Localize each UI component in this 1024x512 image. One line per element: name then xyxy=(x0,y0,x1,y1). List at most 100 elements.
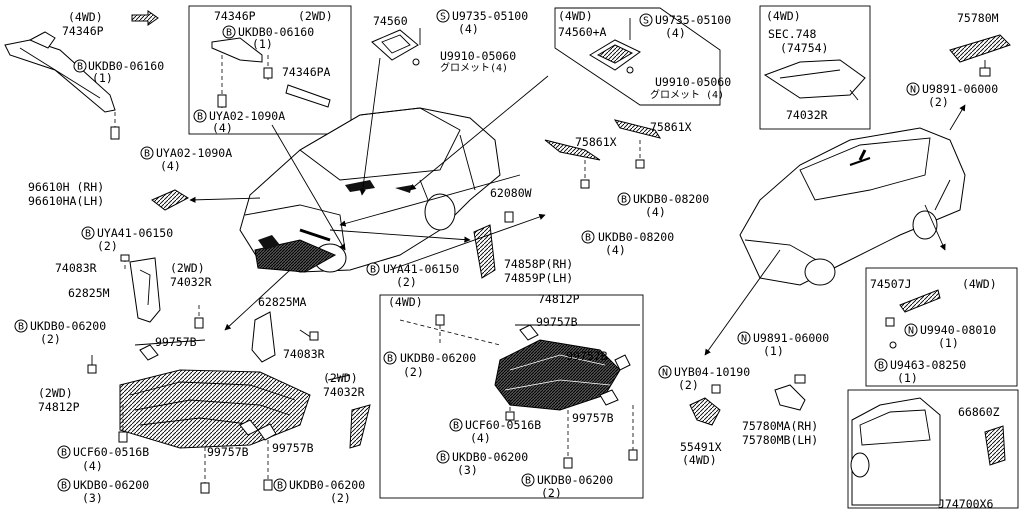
label-75780MA: 75780MA(RH) xyxy=(742,419,818,433)
label-ukdb0-06200: UKDB0-06200 xyxy=(537,473,613,487)
clip-74032R-small xyxy=(194,305,204,329)
label-qty: (4) xyxy=(665,26,686,40)
svg-text:B: B xyxy=(197,112,203,123)
inset-box-2wd-reinforcement xyxy=(188,5,352,135)
label-grommet: グロメット(4) xyxy=(440,61,508,74)
skid-plate-sec748 xyxy=(763,59,866,101)
label-74346PA: 74346PA xyxy=(282,65,331,79)
label-74346P: 74346P xyxy=(214,9,256,23)
bracket-62825M xyxy=(120,254,161,323)
label-75861X: 75861X xyxy=(575,135,617,149)
bolt-symbol-icon: B xyxy=(57,445,71,459)
svg-text:S: S xyxy=(440,12,446,23)
label-qty: (2) xyxy=(330,491,351,505)
label-ucf60-0516b: UCF60-0516B xyxy=(465,418,541,432)
label-74812P: 74812P xyxy=(538,292,580,306)
label-u9891-06000: U9891-06000 xyxy=(922,82,998,96)
label-qty: (3) xyxy=(457,463,478,477)
label-99757B: 99757B xyxy=(572,411,614,425)
bolt-symbol-icon: B xyxy=(81,226,95,240)
label-qty: (2) xyxy=(396,275,417,289)
part-labels: (4WD) 74346P UKDB0-06160 (1) UYA02-1090A… xyxy=(28,9,1000,511)
label-99757B: 99757B xyxy=(566,349,608,363)
svg-text:B: B xyxy=(18,322,24,333)
bolt-symbol-icon: B xyxy=(140,146,154,160)
label-qty: (1) xyxy=(763,344,784,358)
svg-text:B: B xyxy=(85,229,91,240)
label-99757B: 99757B xyxy=(272,441,314,455)
svg-text:N: N xyxy=(662,368,668,379)
label-74560A: 74560+A xyxy=(558,25,607,39)
label-ukdb0-06200: UKDB0-06200 xyxy=(289,478,365,492)
label-qty: (2) xyxy=(40,332,61,346)
label-qty: (2) xyxy=(541,486,562,500)
label-4wd: (4WD) xyxy=(68,10,103,24)
label-qty: (4) xyxy=(645,205,666,219)
label-2wd: (2WD) xyxy=(298,9,333,23)
label-66860Z: 66860Z xyxy=(958,405,1000,419)
label-qty: (2) xyxy=(403,365,424,379)
svg-text:S: S xyxy=(643,16,649,27)
label-sec748: SEC.748 xyxy=(768,27,817,41)
bracket-75780MA xyxy=(774,374,806,411)
reinforcement-75861X xyxy=(544,119,662,189)
svg-text:B: B xyxy=(621,195,627,206)
label-2wd: (2WD) xyxy=(323,371,358,385)
label-ucf60-0516b: UCF60-0516B xyxy=(73,445,149,459)
label-74346P: 74346P xyxy=(62,24,104,38)
label-uya02-1090a: UYA02-1090A xyxy=(209,109,285,123)
bolt-symbol-icon: B xyxy=(449,418,463,432)
vehicle-front-view-right xyxy=(739,127,966,286)
svg-text:B: B xyxy=(525,476,531,487)
label-74812P: 74812P xyxy=(38,400,80,414)
reinforcement-2wd-parts xyxy=(211,37,331,110)
label-qty: (4) xyxy=(82,459,103,473)
bolt-symbol-icon: B xyxy=(366,262,380,276)
bolt-symbol-icon: B xyxy=(436,450,450,464)
screw-symbol-icon: S xyxy=(639,13,653,27)
label-99757B: 99757B xyxy=(155,335,197,349)
label-qty: (4) xyxy=(458,22,479,36)
label-uyb04-10190: UYB04-10190 xyxy=(674,365,750,379)
label-ukdb0-06160: UKDB0-06160 xyxy=(238,25,314,39)
label-74754: (74754) xyxy=(780,41,828,55)
bolt-symbol-icon: B xyxy=(273,478,287,492)
label-74032R: 74032R xyxy=(786,108,828,122)
bracket-74507J xyxy=(885,289,941,349)
bracket-75780M xyxy=(949,34,1011,77)
bolt-symbol-icon: B xyxy=(14,319,28,333)
label-96610HA: 96610HA(LH) xyxy=(28,194,104,208)
label-qty: (2) xyxy=(928,95,949,109)
label-ukdb0-06200: UKDB0-06200 xyxy=(30,319,106,333)
nut-symbol-icon: N xyxy=(904,323,918,337)
inset-box-4wd-right xyxy=(865,267,1018,387)
svg-text:B: B xyxy=(144,149,150,160)
bolt-symbol-icon: B xyxy=(57,478,71,492)
svg-text:B: B xyxy=(585,233,591,244)
svg-text:B: B xyxy=(226,28,232,39)
bolt-symbol-icon: B xyxy=(383,351,397,365)
vehicle-rear-view xyxy=(850,397,1006,506)
label-74858P: 74858P(RH) xyxy=(504,257,573,271)
label-4wd: (4WD) xyxy=(388,295,423,309)
nut-symbol-icon: N xyxy=(906,82,920,96)
svg-text:N: N xyxy=(741,334,747,345)
label-74507J: 74507J xyxy=(870,277,912,291)
label-62825MA: 62825MA xyxy=(258,295,307,309)
svg-text:N: N xyxy=(908,326,914,337)
leader-lines xyxy=(134,57,966,381)
label-u9910-05060: U9910-05060 xyxy=(655,75,731,89)
label-62080W: 62080W xyxy=(490,186,532,200)
bracket-62825MA xyxy=(251,311,319,363)
svg-text:N: N xyxy=(910,85,916,96)
inset-box-sec748 xyxy=(759,5,871,130)
svg-text:B: B xyxy=(440,453,446,464)
label-qty: (4) xyxy=(160,159,181,173)
label-99757B: 99757B xyxy=(207,445,249,459)
label-74560: 74560 xyxy=(373,14,408,28)
bolt-symbol-icon: B xyxy=(581,230,595,244)
cover-74560A xyxy=(589,18,641,74)
bolt-symbol-icon: B xyxy=(193,109,207,123)
svg-text:B: B xyxy=(77,62,83,73)
